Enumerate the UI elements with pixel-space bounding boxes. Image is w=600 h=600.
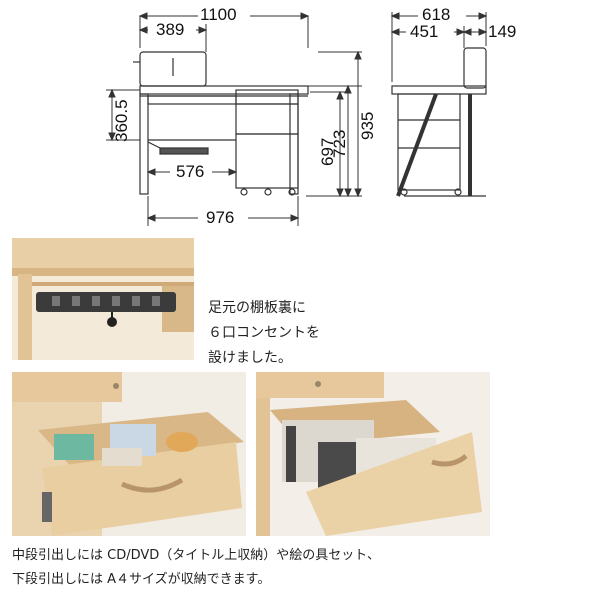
cabinet-bottom-drawer — [235, 133, 299, 189]
bottom-drawer-photo — [256, 372, 490, 536]
outlet-caption-line1: 足元の棚板裏に — [208, 300, 306, 316]
green-box — [54, 434, 94, 460]
cabinet-top-drawer — [235, 89, 299, 105]
dim-976: 976 — [206, 208, 235, 227]
side-desktop-shape — [391, 85, 487, 95]
side-diagonal-leg — [396, 93, 438, 197]
outlet-caption-line3: 設けました。 — [208, 350, 292, 366]
dim-1100: 1100 — [200, 5, 237, 24]
side-hutch-shape — [463, 47, 487, 89]
drawer-caption: 中段引出しには CD/DVD（タイトル上収納）や絵の具セット、 下段引出しには … — [12, 544, 380, 592]
bottom-drawer-front — [306, 432, 482, 536]
dim-618: 618 — [422, 5, 451, 24]
side-cabinet-shape — [397, 93, 461, 191]
drawer-caption-line1: 中段引出しには CD/DVD（タイトル上収納）や絵の具セット、 — [12, 548, 381, 563]
outlet-strip-shape — [159, 147, 209, 155]
outlet-photo — [12, 238, 194, 360]
cabinet-mid-drawer — [235, 103, 299, 135]
outlet-caption-line2: ６口コンセントを — [208, 325, 320, 341]
dim-149: 149 — [488, 22, 517, 41]
dim-360-5: 360.5 — [112, 99, 131, 142]
outlet-strip — [36, 292, 176, 312]
dim-935: 935 — [358, 111, 377, 140]
outlet-caption: 足元の棚板裏に ６口コンセントを 設けました。 — [208, 296, 320, 371]
middle-drawer-photo — [12, 372, 246, 536]
front-left-leg-shape — [139, 93, 149, 195]
dimension-drawing — [106, 12, 488, 226]
dim-576: 576 — [176, 162, 205, 181]
dim-389: 389 — [156, 20, 185, 39]
drawer-caption-line2: 下段引出しには A４サイズが収納できます。 — [12, 572, 271, 587]
dim-723: 723 — [330, 129, 349, 158]
dim-451: 451 — [410, 22, 439, 41]
front-right-leg-shape — [289, 93, 299, 195]
